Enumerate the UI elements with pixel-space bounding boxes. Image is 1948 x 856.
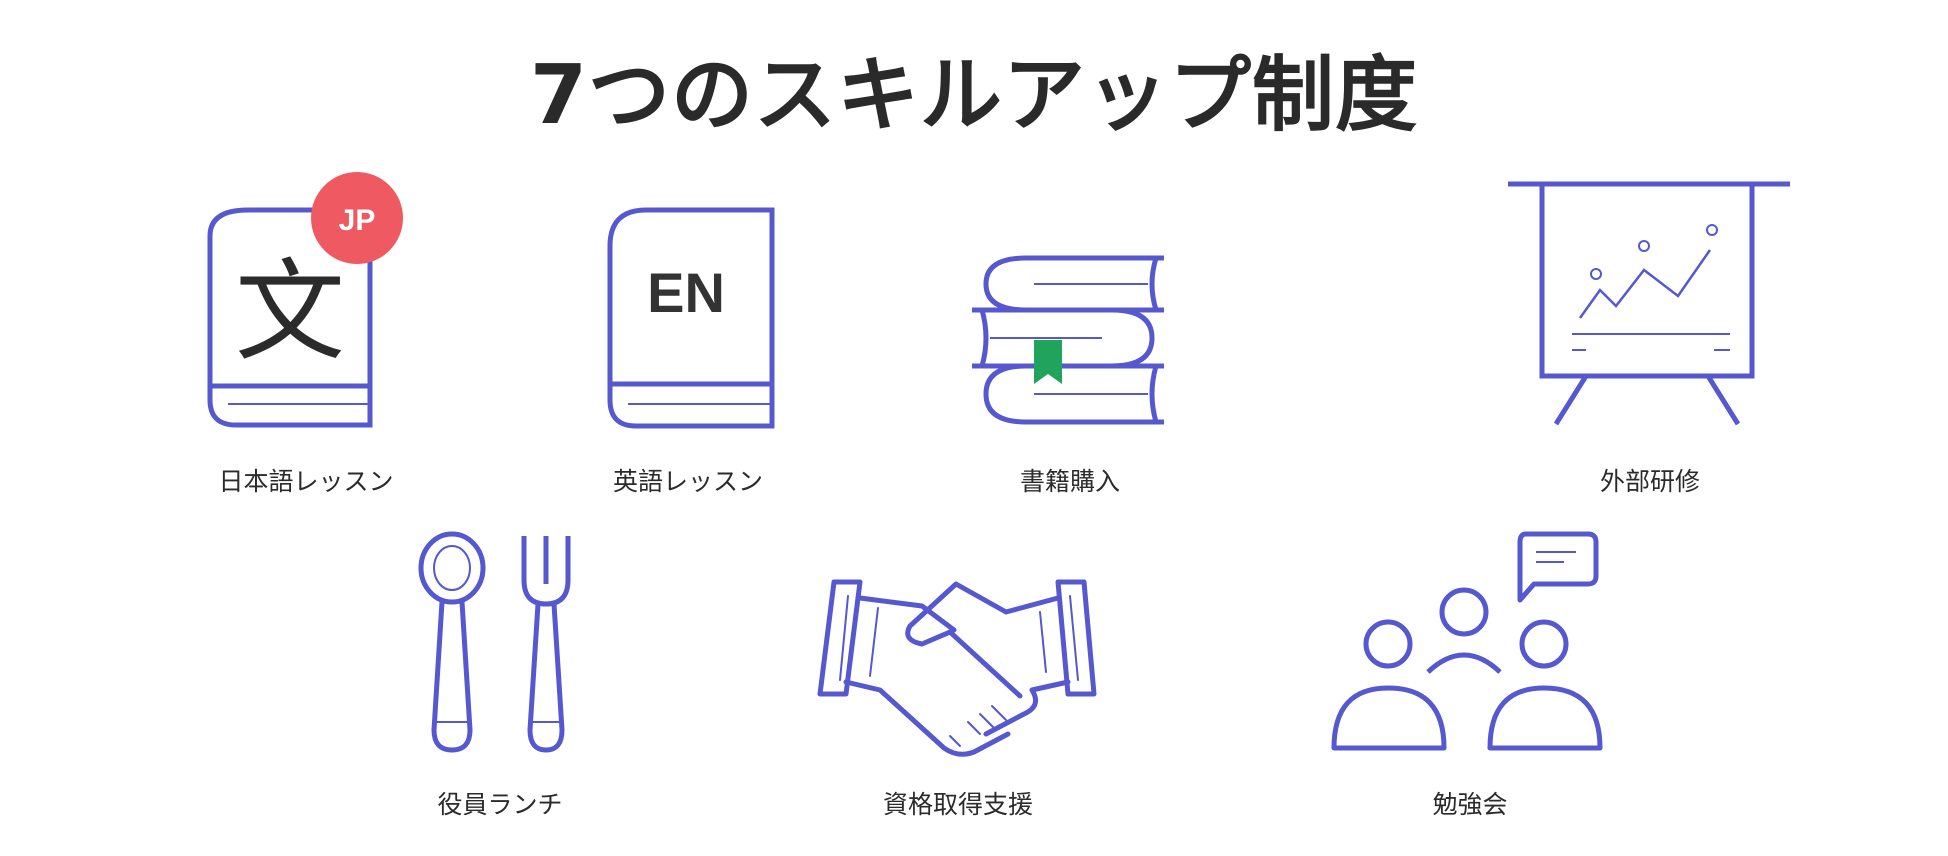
jp-badge-text: JP xyxy=(339,204,376,237)
study-group-icon xyxy=(1331,530,1614,760)
en-glyph: EN xyxy=(647,261,725,324)
handshake-icon xyxy=(817,572,1108,762)
label-external-training: 外部研修 xyxy=(1599,467,1700,496)
japanese-glyph: 文 xyxy=(235,248,345,376)
presentation-board-icon xyxy=(1508,178,1798,433)
page-title: 7つのスキルアップ制度 xyxy=(529,48,1419,143)
label-study-session: 勉強会 xyxy=(1432,790,1508,819)
japanese-book-icon: 文 JP xyxy=(200,170,410,430)
english-book-icon: EN xyxy=(606,206,776,436)
label-book-purchase: 書籍購入 xyxy=(1019,467,1120,496)
label-certification-support: 資格取得支援 xyxy=(882,790,1033,819)
bookmark-ribbon xyxy=(1034,340,1062,384)
jp-badge xyxy=(311,172,403,264)
book-stack-icon xyxy=(970,252,1170,432)
label-english-lesson: 英語レッスン xyxy=(612,467,763,496)
spoon-fork-icon xyxy=(416,530,596,760)
label-japanese-lesson: 日本語レッスン xyxy=(218,467,394,496)
label-executive-lunch: 役員ランチ xyxy=(437,790,563,819)
